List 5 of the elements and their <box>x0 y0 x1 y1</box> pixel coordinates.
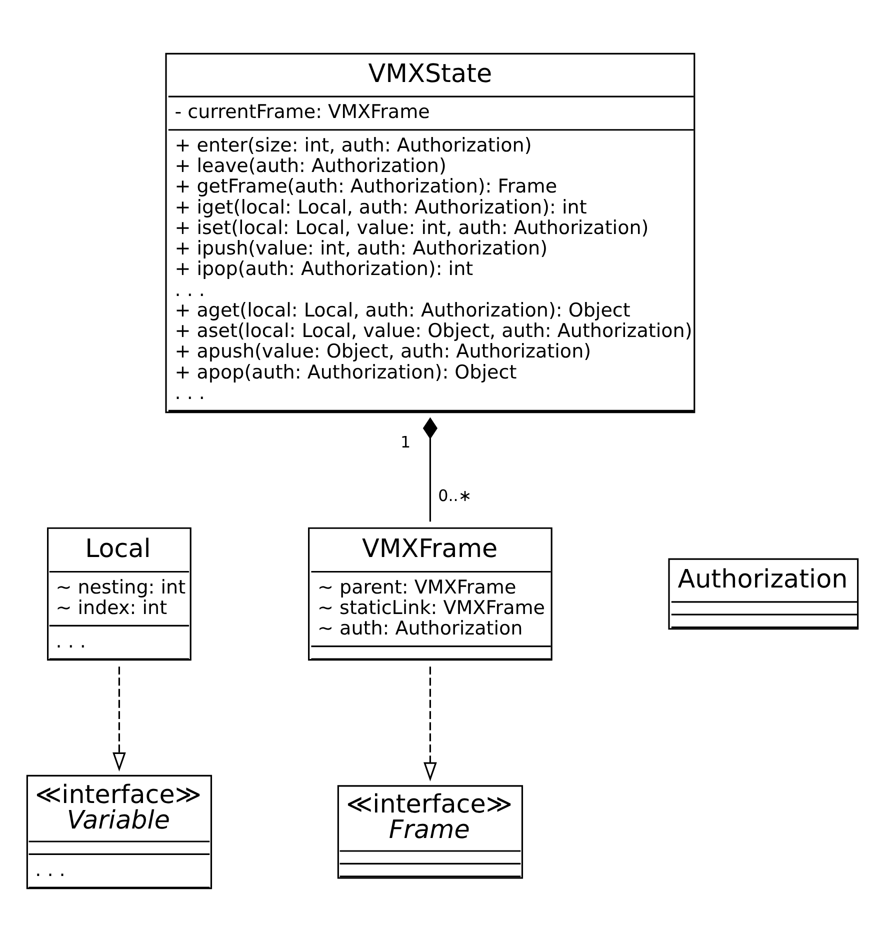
arrow <box>424 666 437 781</box>
arrow <box>112 666 126 771</box>
label: 0..∗ <box>438 485 472 504</box>
label: 1 <box>400 432 411 451</box>
connector <box>422 416 438 522</box>
